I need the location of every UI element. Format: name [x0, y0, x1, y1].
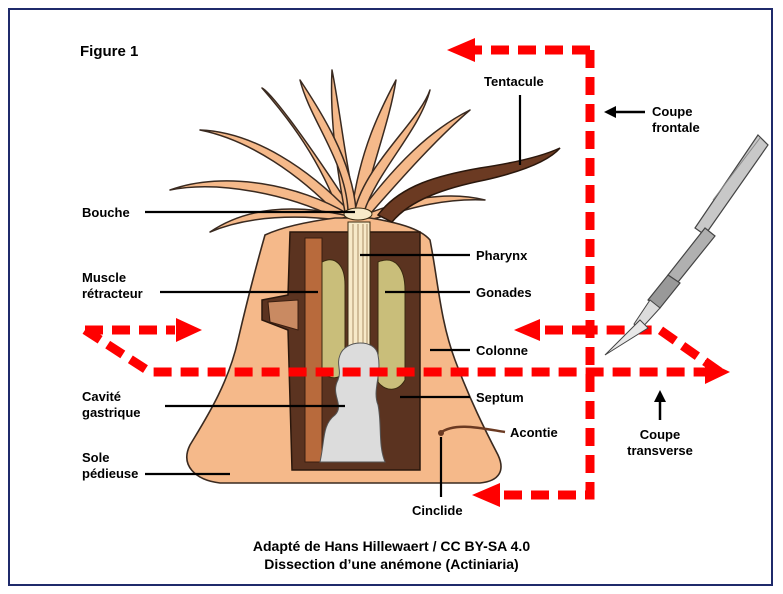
figure-label: Figure 1	[80, 44, 138, 60]
label-cinclide: Cinclide	[412, 503, 463, 519]
frontale-arrowhead-middle	[514, 319, 540, 341]
label-coupe-frontale-line2: frontale	[652, 120, 700, 136]
label-pharynx: Pharynx	[476, 248, 527, 264]
label-sole-line2: pédieuse	[82, 466, 138, 482]
mouth	[344, 208, 372, 220]
label-muscle-line1: Muscle	[82, 270, 126, 286]
transverse-arrowhead-left	[176, 318, 202, 342]
label-gonades: Gonades	[476, 285, 532, 301]
retractor-muscle	[305, 238, 322, 462]
label-tentacule: Tentacule	[484, 74, 544, 90]
label-bouche: Bouche	[82, 205, 130, 221]
label-cavite-line1: Cavité	[82, 389, 121, 405]
scalpel-icon	[605, 135, 768, 355]
label-colonne: Colonne	[476, 343, 528, 359]
label-coupe-frontale-line1: Coupe	[652, 104, 692, 120]
caption-title: Dissection d’une anémone (Actiniaria)	[0, 555, 783, 573]
caption-credit: Adapté de Hans Hillewaert / CC BY-SA 4.0	[0, 537, 783, 555]
label-septum: Septum	[476, 390, 524, 406]
coupe-frontale-pointer	[604, 106, 645, 118]
frontale-arrowhead-bottom	[472, 483, 500, 507]
label-muscle-line2: rétracteur	[82, 286, 143, 302]
frontale-arrowhead-top	[447, 38, 475, 62]
label-sole-line1: Sole	[82, 450, 109, 466]
cinclide-pore	[438, 430, 444, 436]
transverse-arrowhead-right	[705, 360, 730, 384]
tentacles	[170, 70, 485, 232]
label-acontie: Acontie	[510, 425, 558, 441]
label-coupe-transverse-line2: transverse	[626, 443, 694, 459]
coupe-transverse-pointer	[654, 390, 666, 420]
label-cavite-line2: gastrique	[82, 405, 141, 421]
label-coupe-transverse-line1: Coupe	[626, 427, 694, 443]
